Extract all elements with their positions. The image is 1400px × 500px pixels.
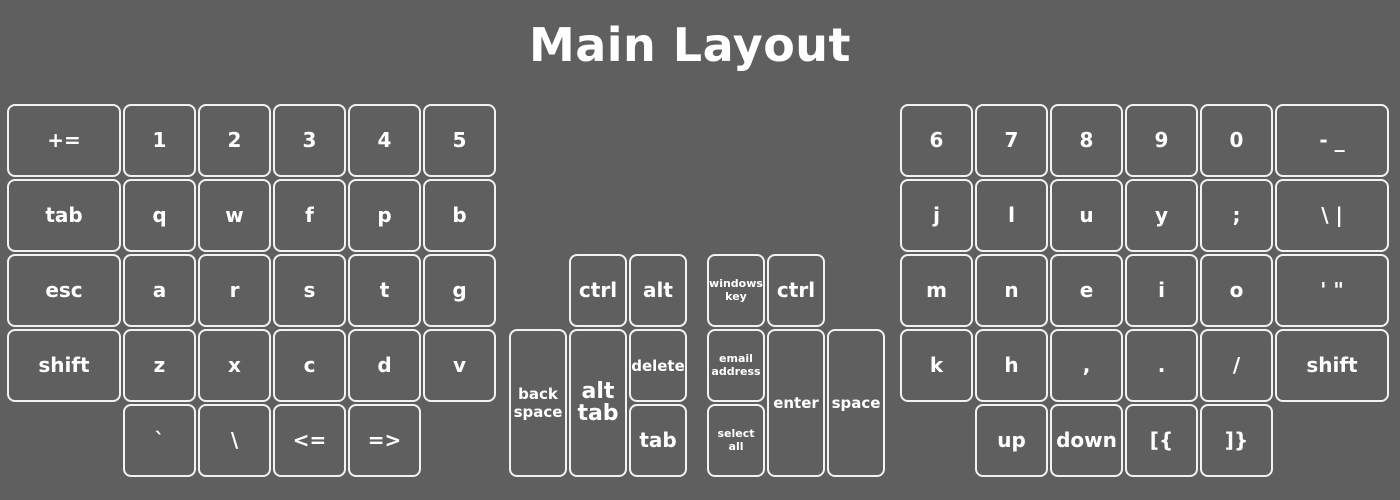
key-left-row3-col0: esc — [7, 254, 121, 327]
key-right-row2-col0: j — [900, 179, 973, 252]
key-right-row1-col2: 8 — [1050, 104, 1123, 177]
key-right-row4-col4: / — [1200, 329, 1273, 402]
key-right-row4-col3: . — [1125, 329, 1198, 402]
key-right-row3-col2: e — [1050, 254, 1123, 327]
key-right-row5-col3: [{ — [1125, 404, 1198, 477]
key-right-row2-col4: ; — [1200, 179, 1273, 252]
key-thumb-backspace: back space — [509, 329, 567, 477]
key-left-row4-col4: d — [348, 329, 421, 402]
key-thumb-alt-tab: alt tab — [569, 329, 627, 477]
key-left-row4-col1: z — [123, 329, 196, 402]
key-right-row4-col2: , — [1050, 329, 1123, 402]
key-right-row4-col1: h — [975, 329, 1048, 402]
key-right-row3-col1: n — [975, 254, 1048, 327]
key-left-row2-col5: b — [423, 179, 496, 252]
key-left-row4-col3: c — [273, 329, 346, 402]
key-right-row5-col2: down — [1050, 404, 1123, 477]
key-left-row2-col1: q — [123, 179, 196, 252]
key-thumb-ctrl-right: ctrl — [767, 254, 825, 327]
key-thumb-tab: tab — [629, 404, 687, 477]
key-right-row2-col2: u — [1050, 179, 1123, 252]
key-right-row2-col5: \ | — [1275, 179, 1389, 252]
key-right-row2-col3: y — [1125, 179, 1198, 252]
key-left-row2-col0: tab — [7, 179, 121, 252]
key-thumb-enter: enter — [767, 329, 825, 477]
key-left-row3-col2: r — [198, 254, 271, 327]
key-left-row5-col2: \ — [198, 404, 271, 477]
key-right-row5-col1: up — [975, 404, 1048, 477]
key-thumb-alt: alt — [629, 254, 687, 327]
key-left-row2-col4: p — [348, 179, 421, 252]
key-right-row1-col3: 9 — [1125, 104, 1198, 177]
key-thumb-email-address: email address — [707, 329, 765, 402]
key-thumb-delete: delete — [629, 329, 687, 402]
key-left-row2-col3: f — [273, 179, 346, 252]
key-left-row4-col2: x — [198, 329, 271, 402]
key-left-row5-col1: ` — [123, 404, 196, 477]
key-left-row3-col4: t — [348, 254, 421, 327]
key-right-row3-col0: m — [900, 254, 973, 327]
key-right-row3-col4: o — [1200, 254, 1273, 327]
key-right-row1-col5: - _ — [1275, 104, 1389, 177]
key-right-row2-col1: l — [975, 179, 1048, 252]
key-left-row1-col1: 1 — [123, 104, 196, 177]
key-thumb-windows-key: windows key — [707, 254, 765, 327]
key-right-row3-col3: i — [1125, 254, 1198, 327]
key-left-row4-col5: v — [423, 329, 496, 402]
key-thumb-ctrl-left: ctrl — [569, 254, 627, 327]
key-left-row1-col2: 2 — [198, 104, 271, 177]
key-left-row5-col4: => — [348, 404, 421, 477]
key-left-row3-col3: s — [273, 254, 346, 327]
page-title: Main Layout — [528, 18, 852, 72]
key-left-row2-col2: w — [198, 179, 271, 252]
key-right-row1-col4: 0 — [1200, 104, 1273, 177]
key-left-row1-col0: += — [7, 104, 121, 177]
key-right-row4-col5: shift — [1275, 329, 1389, 402]
key-left-row3-col5: g — [423, 254, 496, 327]
key-left-row1-col4: 4 — [348, 104, 421, 177]
key-thumb-space: space — [827, 329, 885, 477]
key-left-row1-col3: 3 — [273, 104, 346, 177]
key-left-row1-col5: 5 — [423, 104, 496, 177]
key-right-row5-col4: ]} — [1200, 404, 1273, 477]
key-thumb-select-all: select all — [707, 404, 765, 477]
key-right-row1-col1: 7 — [975, 104, 1048, 177]
key-left-row4-col0: shift — [7, 329, 121, 402]
key-right-row1-col0: 6 — [900, 104, 973, 177]
key-right-row3-col5: ' " — [1275, 254, 1389, 327]
key-left-row3-col1: a — [123, 254, 196, 327]
key-left-row5-col3: <= — [273, 404, 346, 477]
key-right-row4-col0: k — [900, 329, 973, 402]
